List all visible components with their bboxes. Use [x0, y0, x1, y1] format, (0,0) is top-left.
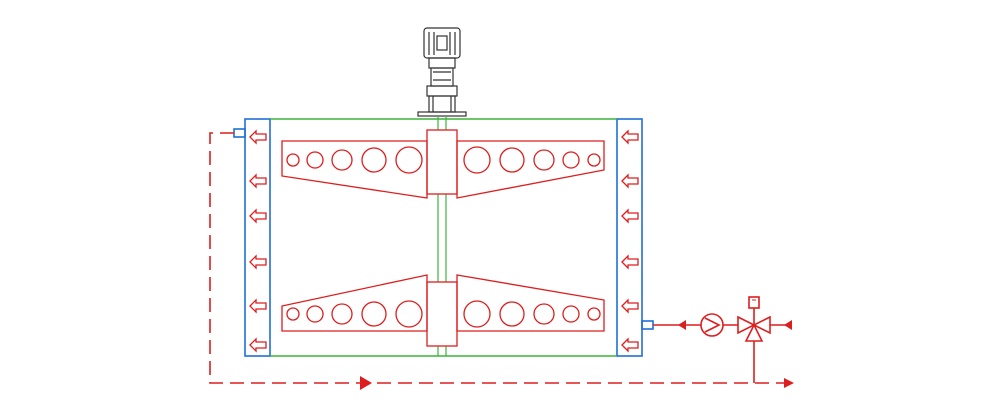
blade-hole	[587, 307, 601, 321]
heat-flow-arrow-icon	[621, 173, 639, 189]
blade-hole	[306, 151, 324, 169]
supply-flow-arrow-icon	[678, 320, 686, 330]
blade-hole	[587, 153, 601, 167]
impeller-hub	[426, 281, 458, 347]
impeller-blade-right	[456, 140, 605, 199]
jacket-left-wall	[244, 118, 271, 357]
jacket-inlet-nozzle	[641, 320, 654, 330]
blade-hole	[463, 300, 491, 328]
impeller-2	[281, 274, 605, 347]
blade-hole	[331, 303, 353, 325]
electric-motor-icon	[417, 27, 467, 117]
paddle-impeller-icon	[281, 129, 605, 347]
heating-circuit	[209, 132, 794, 390]
heat-flow-arrow-icon	[621, 208, 639, 224]
heat-flow-arrow-icon	[621, 254, 639, 270]
impeller-blade-right	[456, 274, 605, 332]
blade-hole	[533, 303, 555, 325]
flow-direction-arrow-icon	[360, 376, 372, 390]
jacket-outlet-nozzle	[233, 128, 246, 138]
blade-hole	[499, 301, 525, 327]
impeller-hub	[426, 129, 458, 195]
blade-hole	[562, 151, 580, 169]
supply-end-arrow-icon	[784, 320, 792, 330]
tank-vessel	[270, 118, 617, 357]
blade-hole	[306, 305, 324, 323]
impeller-1	[281, 129, 605, 199]
blade-hole	[562, 305, 580, 323]
heat-flow-arrow-icon	[249, 208, 267, 224]
return-line	[209, 132, 790, 384]
heat-flow-arrow-icon	[621, 337, 639, 353]
heat-flow-arrow-icon	[249, 337, 267, 353]
valve-actuator	[748, 296, 760, 309]
heat-flow-arrow-icon	[249, 173, 267, 189]
blade-hole	[331, 149, 353, 171]
jacket-right-wall	[616, 118, 643, 357]
blade-hole	[395, 300, 423, 328]
heat-flow-arrow-icon	[249, 298, 267, 314]
return-line-end-arrow-icon	[784, 378, 794, 388]
blade-hole	[361, 301, 387, 327]
impeller-blade-left	[281, 140, 428, 199]
jacket-flow-arrows	[249, 129, 639, 353]
blade-hole	[463, 146, 491, 174]
blade-hole	[533, 149, 555, 171]
three-way-control-valve-icon	[737, 296, 771, 383]
impeller-blade-left	[281, 274, 428, 332]
blade-hole	[395, 146, 423, 174]
heat-flow-arrow-icon	[621, 298, 639, 314]
heat-flow-arrow-icon	[249, 254, 267, 270]
blade-hole	[499, 147, 525, 173]
heat-flow-arrow-icon	[621, 129, 639, 145]
blade-hole	[286, 307, 300, 321]
blade-hole	[361, 147, 387, 173]
blade-hole	[286, 153, 300, 167]
heat-flow-arrow-icon	[249, 129, 267, 145]
